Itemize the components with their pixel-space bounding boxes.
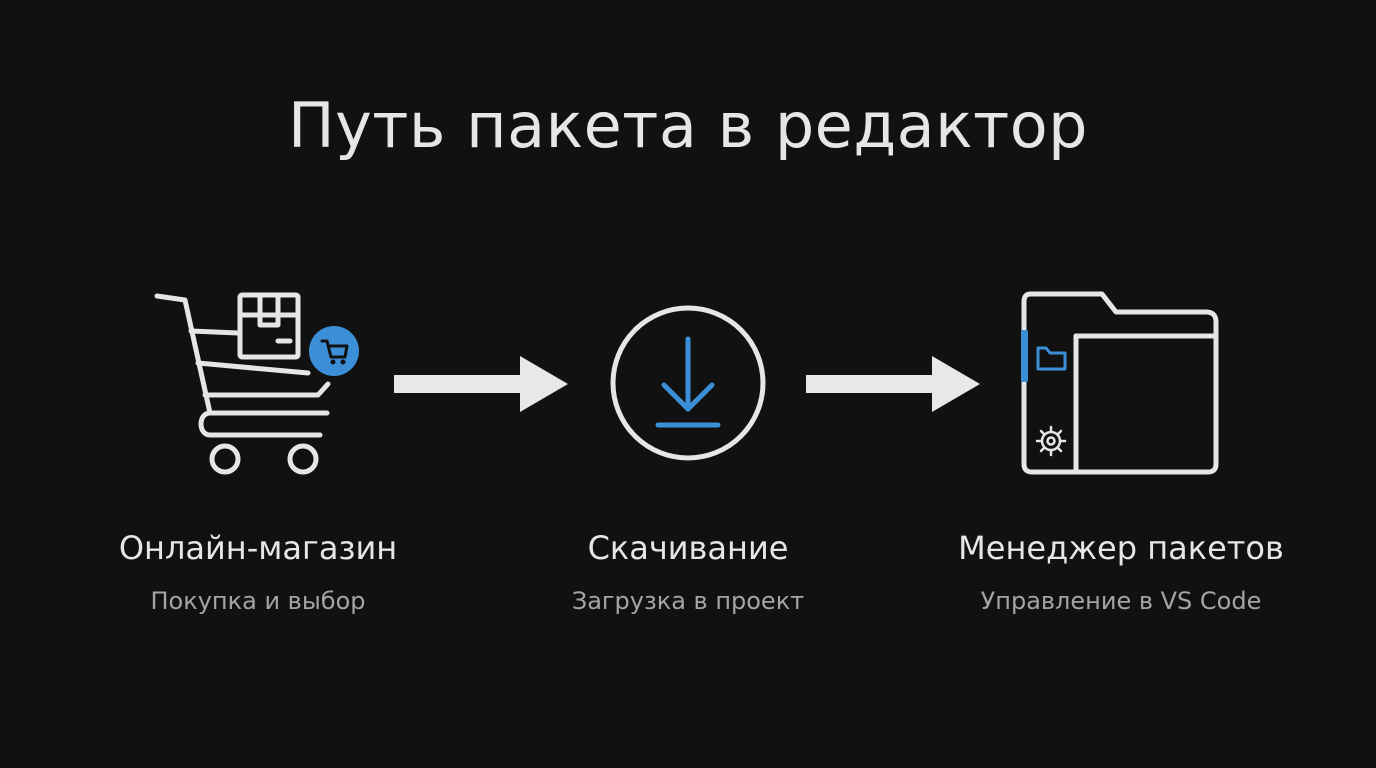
diagram-title: Путь пакета в редактор xyxy=(287,89,1089,162)
download-circle-icon xyxy=(610,305,766,461)
step-label-online-store: Онлайн-магазин xyxy=(118,529,398,567)
step-sublabel-online-store: Покупка и выбор xyxy=(150,587,366,615)
step-sublabel-package-manager: Управление в VS Code xyxy=(980,587,1262,615)
arrow-right-icon xyxy=(394,356,568,412)
step-label-download: Скачивание xyxy=(587,529,789,567)
step-label-package-manager: Менеджер пакетов xyxy=(958,529,1284,567)
step-sublabel-download: Загрузка в проект xyxy=(571,587,805,615)
shopping-cart-with-package-icon xyxy=(154,292,359,475)
arrow-right-icon xyxy=(806,356,980,412)
package-manager-folder-icon xyxy=(1021,291,1219,475)
